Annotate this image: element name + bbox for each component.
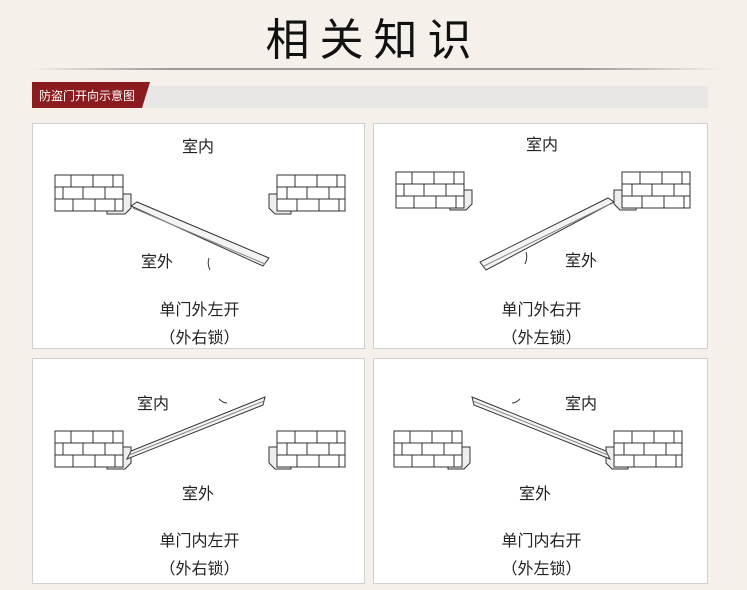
- outdoor-label: 室外: [519, 484, 552, 503]
- outdoor-label: 室外: [182, 484, 215, 503]
- indoor-label: 室内: [526, 135, 559, 154]
- door-diagram-outward-left: [54, 174, 346, 271]
- diagram-caption-sub: （外左锁）: [501, 328, 582, 347]
- outdoor-label: 室外: [565, 251, 598, 270]
- diagram-caption: 单门外左开: [159, 300, 240, 319]
- diagram-panel-inward-left: 室内 室外 单门内左开 （外右锁）: [32, 358, 365, 584]
- diagram-caption: 单门内右开: [501, 531, 582, 550]
- indoor-label: 室内: [182, 137, 215, 156]
- door-diagram-inward-left: [54, 396, 346, 470]
- diagram-caption-sub: （外左锁）: [501, 559, 582, 578]
- page-title: 相关知识: [265, 15, 482, 66]
- diagram-panel-outward-left: 室内 室外 单门外左开 （外右锁）: [32, 123, 365, 349]
- section-tag: 防盗门开向示意图: [32, 82, 150, 108]
- door-diagram-inward-right: [393, 396, 683, 470]
- diagram-caption-sub: （外右锁）: [159, 328, 240, 347]
- door-diagram-outward-right: [395, 171, 691, 271]
- diagram-caption: 单门内左开: [159, 531, 240, 550]
- title-divider: [30, 68, 720, 70]
- section-bar: [32, 86, 708, 108]
- indoor-label: 室内: [565, 394, 598, 413]
- diagram-caption-sub: （外右锁）: [159, 559, 240, 578]
- outdoor-label: 室外: [141, 252, 174, 271]
- diagram-caption: 单门外右开: [501, 300, 582, 319]
- indoor-label: 室内: [137, 394, 170, 413]
- diagram-panel-inward-right: 室内 室外 单门内右开 （外左锁）: [373, 358, 708, 584]
- diagram-panel-outward-right: 室内 室外 单门外右开 （外左锁）: [373, 123, 708, 349]
